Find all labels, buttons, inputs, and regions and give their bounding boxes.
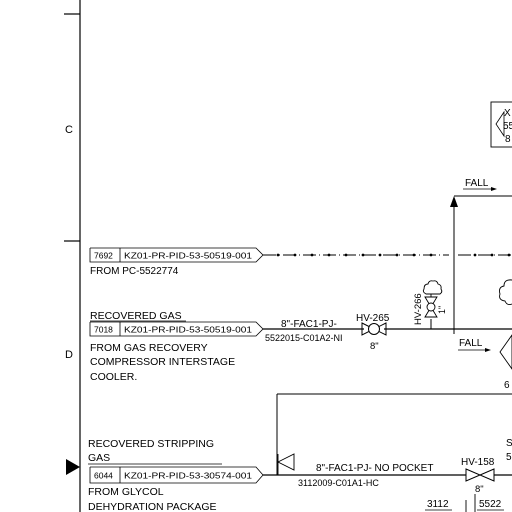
- process-loop-line: [276, 393, 512, 475]
- flag-marker-icon: [276, 453, 295, 471]
- valve-size-hv158: 8": [475, 484, 484, 495]
- signal-line: [263, 253, 512, 257]
- svg-text:X: X: [504, 108, 511, 119]
- line-number-bottom: 3112009-C01A1-HC: [298, 478, 379, 488]
- vertical-riser-line: [450, 195, 512, 334]
- bottom-tag-5522: 5522: [479, 499, 502, 510]
- drawing-border: [64, 0, 81, 512]
- bottom-tag-3112: 3112: [427, 499, 449, 510]
- recovered-gas-label: RECOVERED GAS: [90, 310, 182, 322]
- partial-instrument-box: X 55 8: [490, 101, 512, 148]
- actuator-icon: [422, 280, 443, 295]
- from-glycol-line1: FROM GLYCOL: [88, 486, 164, 498]
- zone-marker-arrow-icon: [66, 459, 80, 475]
- fall-label-top: FALL: [465, 178, 489, 189]
- valve-size-hv265: 8": [370, 341, 379, 352]
- off-sheet-connector-7018[interactable]: 7018 KZ01-PR-PID-53-50519-001: [89, 321, 264, 337]
- valve-hv-265[interactable]: [361, 322, 387, 336]
- off-sheet-connector-7692[interactable]: 7692 KZ01-PR-PID-53-50519-001: [89, 247, 264, 263]
- zone-label-c: C: [65, 124, 73, 136]
- svg-text:55: 55: [503, 121, 512, 132]
- connector-number: 6044: [94, 471, 113, 481]
- fall-arrow-mid-icon: [458, 348, 491, 352]
- off-sheet-connector-6044[interactable]: 6044 KZ01-PR-PID-53-30574-001: [89, 466, 264, 484]
- partial-number-6: 6: [504, 380, 510, 391]
- partial-char-5: 5: [506, 452, 512, 463]
- connector-number: 7692: [94, 251, 113, 261]
- line-number-bottom: 5522015-C01A2-NI: [265, 333, 343, 343]
- recovered-stripping-line1: RECOVERED STRIPPING: [88, 438, 214, 450]
- connector-reference: KZ01-PR-PID-53-50519-001: [124, 252, 252, 261]
- from-gas-recovery-line1: FROM GAS RECOVERY: [90, 342, 208, 354]
- line-number-top: 8"-FAC1-PJ-: [281, 319, 337, 330]
- partial-char-s: S: [506, 438, 512, 449]
- partial-cloud-icon: [499, 279, 512, 306]
- valve-hv-158[interactable]: [465, 468, 495, 482]
- zone-label-d: D: [65, 349, 73, 361]
- valve-tag-hv265: HV-265: [356, 313, 390, 324]
- valve-tag-hv158: HV-158: [461, 457, 495, 468]
- flow-arrow-up-icon: [450, 196, 458, 207]
- valve-tag-hv266: HV-266: [413, 293, 424, 325]
- valve-hv-266[interactable]: [422, 280, 443, 329]
- line-number-top: 8"-FAC1-PJ- NO POCKET: [316, 463, 433, 474]
- from-gas-recovery-line3: COOLER.: [90, 371, 137, 383]
- partial-diamond-symbol: [499, 334, 512, 370]
- connector-reference: KZ01-PR-PID-53-30574-001: [124, 472, 252, 481]
- connector-number: 7018: [94, 325, 113, 335]
- svg-text:8: 8: [505, 134, 511, 145]
- valve-size-hv266: 1": [437, 306, 447, 314]
- from-pc-label: FROM PC-5522774: [90, 266, 179, 277]
- recovered-stripping-line2: GAS: [88, 452, 110, 464]
- from-gas-recovery-line2: COMPRESSOR INTERSTAGE: [90, 356, 235, 368]
- connector-reference: KZ01-PR-PID-53-50519-001: [124, 326, 252, 335]
- fall-arrow-top-icon: [463, 187, 497, 191]
- fall-label-mid: FALL: [459, 338, 483, 349]
- from-glycol-line2: DEHYDRATION PACKAGE: [88, 501, 217, 512]
